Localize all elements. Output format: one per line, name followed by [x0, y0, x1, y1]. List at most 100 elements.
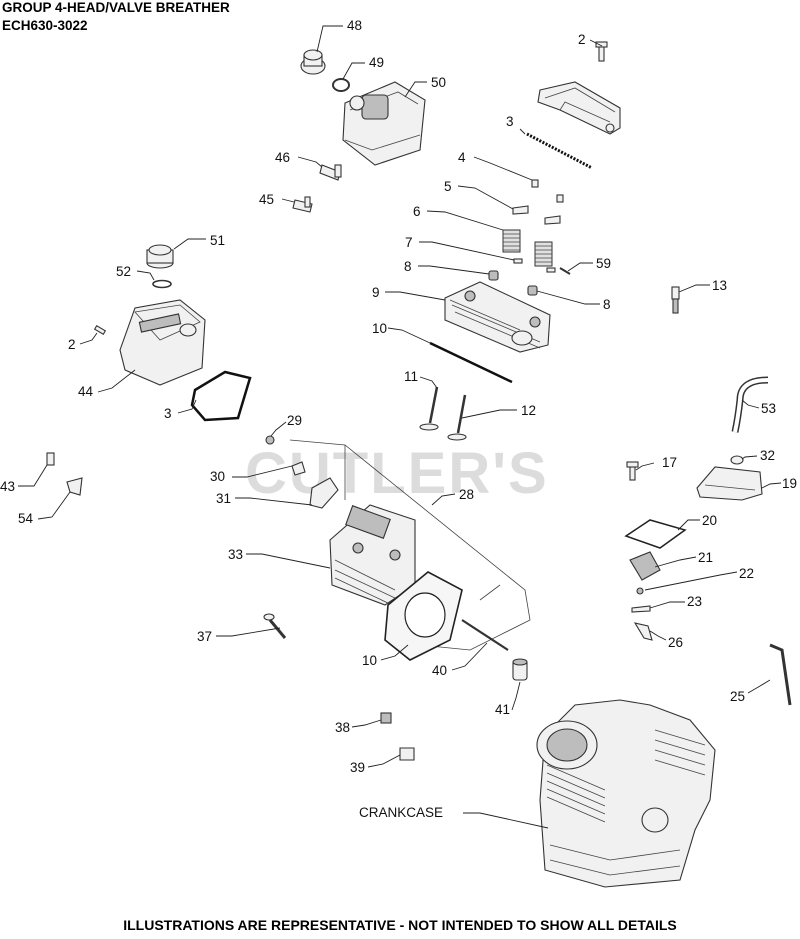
callout-54: 54 [18, 511, 34, 526]
part-37-head-bolt [263, 613, 287, 639]
callout-25: 25 [730, 689, 745, 704]
part-53-hose [731, 376, 769, 433]
callout-6: 6 [413, 204, 421, 219]
callout-7: 7 [405, 235, 413, 250]
part-38-clip [380, 712, 392, 724]
part-8-caps [488, 270, 538, 296]
callout-10: 10 [372, 321, 387, 336]
part-51-cap [146, 244, 174, 269]
part-11-valve [419, 386, 439, 431]
callout-5: 5 [444, 179, 452, 194]
part-2-bolt-top [595, 41, 608, 62]
group-outline [289, 439, 531, 651]
callout-59: 59 [596, 256, 611, 271]
part-13-sensor [671, 286, 680, 314]
part-23-plate [631, 605, 651, 613]
callout-20: 20 [702, 513, 717, 528]
callout-33: 33 [228, 547, 243, 562]
callout-45: 45 [259, 192, 274, 207]
callout-30: 30 [210, 469, 225, 484]
callout-50: 50 [431, 75, 446, 90]
callout-8: 8 [404, 259, 412, 274]
part-32-fitting [730, 455, 744, 465]
part-3-gasket-left [190, 370, 252, 422]
callout-28: 28 [459, 487, 474, 502]
part-48-cap [300, 49, 326, 75]
crankcase-body [536, 699, 716, 888]
part-10-gasket-right [429, 341, 513, 384]
part-9-cylinder-head-right [444, 281, 551, 353]
part-3-gasket-right [526, 132, 593, 170]
callout-3: 3 [164, 406, 172, 421]
callout-10: 10 [362, 653, 377, 668]
part-43-bolt [46, 452, 55, 466]
part-31-rocker [309, 477, 339, 509]
part-29-bolt [265, 435, 275, 445]
part-45-fitting [292, 196, 313, 213]
part-33-cylinder-head-left [329, 504, 416, 606]
part-39-plate [399, 747, 415, 761]
callout-46: 46 [275, 150, 290, 165]
part-40-pushrod [461, 619, 509, 651]
leader-lines [18, 25, 782, 829]
callout-43: 43 [0, 479, 15, 494]
part-21-filter [629, 551, 661, 581]
callout-31: 31 [216, 491, 231, 506]
callout-22: 22 [739, 566, 754, 581]
callout-44: 44 [78, 384, 94, 399]
disclaimer-footer: ILLUSTRATIONS ARE REPRESENTATIVE - NOT I… [123, 917, 677, 933]
callout-2: 2 [578, 32, 586, 47]
callout-39: 39 [350, 760, 365, 775]
part-5-retainer [512, 205, 561, 225]
callout-8: 8 [603, 297, 611, 312]
callout-11: 11 [404, 369, 418, 384]
callout-52: 52 [116, 264, 131, 279]
callout-32: 32 [760, 448, 775, 463]
callout-labels: 48 49 50 2 3 4 46 5 45 6 51 7 52 8 59 9 … [0, 18, 797, 820]
callout-23: 23 [687, 594, 702, 609]
part-6-springs [502, 229, 553, 267]
part-10-gasket-left [384, 571, 463, 661]
part-41-tube [512, 658, 528, 681]
part-25-rod [769, 643, 792, 706]
callout-2: 2 [68, 337, 76, 352]
callout-9: 9 [372, 285, 380, 300]
callout-3: 3 [506, 114, 514, 129]
part-17-bolt [626, 461, 639, 481]
callout-37: 37 [197, 629, 212, 644]
callout-17: 17 [662, 455, 677, 470]
callout-12: 12 [521, 403, 536, 418]
callout-40: 40 [432, 663, 447, 678]
callout-41: 41 [495, 702, 510, 717]
part-20-gasket [624, 519, 687, 549]
part-7-seals [513, 258, 556, 273]
callout-19: 19 [782, 476, 797, 491]
callout-53: 53 [761, 401, 776, 416]
callout-4: 4 [458, 150, 466, 165]
part-2-bolt-left [93, 325, 107, 335]
part-44-valve-cover-left [119, 299, 206, 386]
callout-38: 38 [335, 720, 350, 735]
callout-26: 26 [668, 635, 683, 650]
part-59-pin [559, 267, 571, 275]
part-26-clip [633, 622, 653, 641]
part-50-breather-cover [342, 81, 426, 166]
callout-crankcase: CRANKCASE [359, 805, 443, 820]
callout-49: 49 [369, 55, 384, 70]
part-52-oring [152, 279, 172, 289]
valve-cover-right [537, 81, 621, 135]
part-12-valve [447, 394, 467, 441]
part-54-bracket [66, 477, 83, 496]
callout-51: 51 [210, 233, 225, 248]
part-22-screw [636, 587, 644, 595]
model-number: ECH630-3022 [2, 18, 88, 33]
part-4-keeper [531, 179, 564, 203]
part-46-fitting [319, 164, 342, 181]
diagram-title: GROUP 4-HEAD/VALVE BREATHER [2, 0, 230, 15]
part-19-breather-cover [696, 466, 763, 501]
callout-29: 29 [287, 413, 302, 428]
callout-13: 13 [712, 278, 727, 293]
callout-21: 21 [698, 550, 713, 565]
